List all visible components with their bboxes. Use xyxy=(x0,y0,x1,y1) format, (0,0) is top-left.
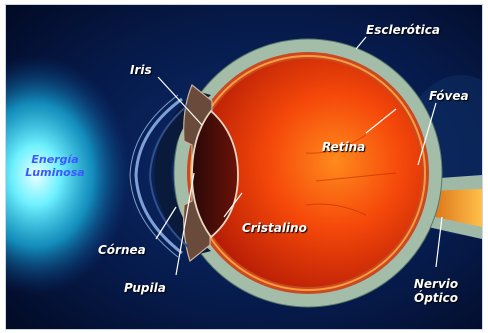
fovea-label: Fóvea xyxy=(429,89,469,103)
retina-label: Retina xyxy=(322,140,365,154)
nervio-optico-label: Nervio Óptico xyxy=(404,277,468,305)
pupila-label: Pupila xyxy=(124,281,166,295)
energy-label-line2: Luminosa xyxy=(20,166,90,179)
eye-diagram: Energía Luminosa Iris Esclerótica Fóvea … xyxy=(5,4,483,330)
cornea-label: Córnea xyxy=(98,243,146,257)
nervio-optico-line1: Nervio xyxy=(404,277,468,291)
iris-label: Iris xyxy=(130,63,152,77)
cristalino-label: Cristalino xyxy=(242,221,307,235)
energy-label-line1: Energía xyxy=(20,153,90,166)
esclerotica-label: Esclerótica xyxy=(366,23,440,37)
energy-label: Energía Luminosa xyxy=(20,153,90,179)
nervio-optico-line2: Óptico xyxy=(404,291,468,305)
